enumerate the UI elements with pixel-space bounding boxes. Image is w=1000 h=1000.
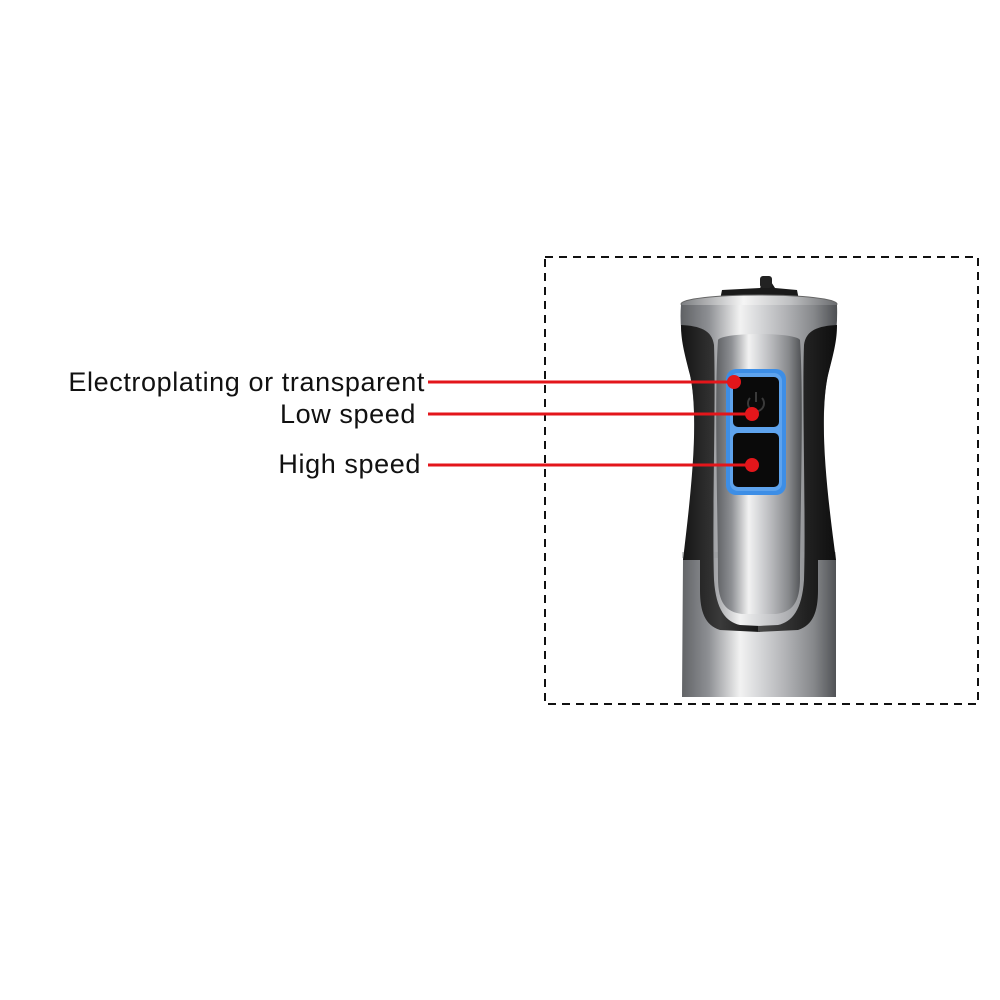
callout-label-high-speed: High speed <box>278 449 421 479</box>
leader-electroplating <box>428 375 741 389</box>
leader-low-speed <box>428 407 759 421</box>
left-grip <box>681 325 760 632</box>
dashed-frame <box>544 256 979 705</box>
right-grip <box>758 325 837 632</box>
callout-label-electroplating: Electroplating or transparent <box>68 367 425 397</box>
callout-label-low-speed: Low speed <box>280 399 416 429</box>
leader-high-speed <box>428 458 759 472</box>
